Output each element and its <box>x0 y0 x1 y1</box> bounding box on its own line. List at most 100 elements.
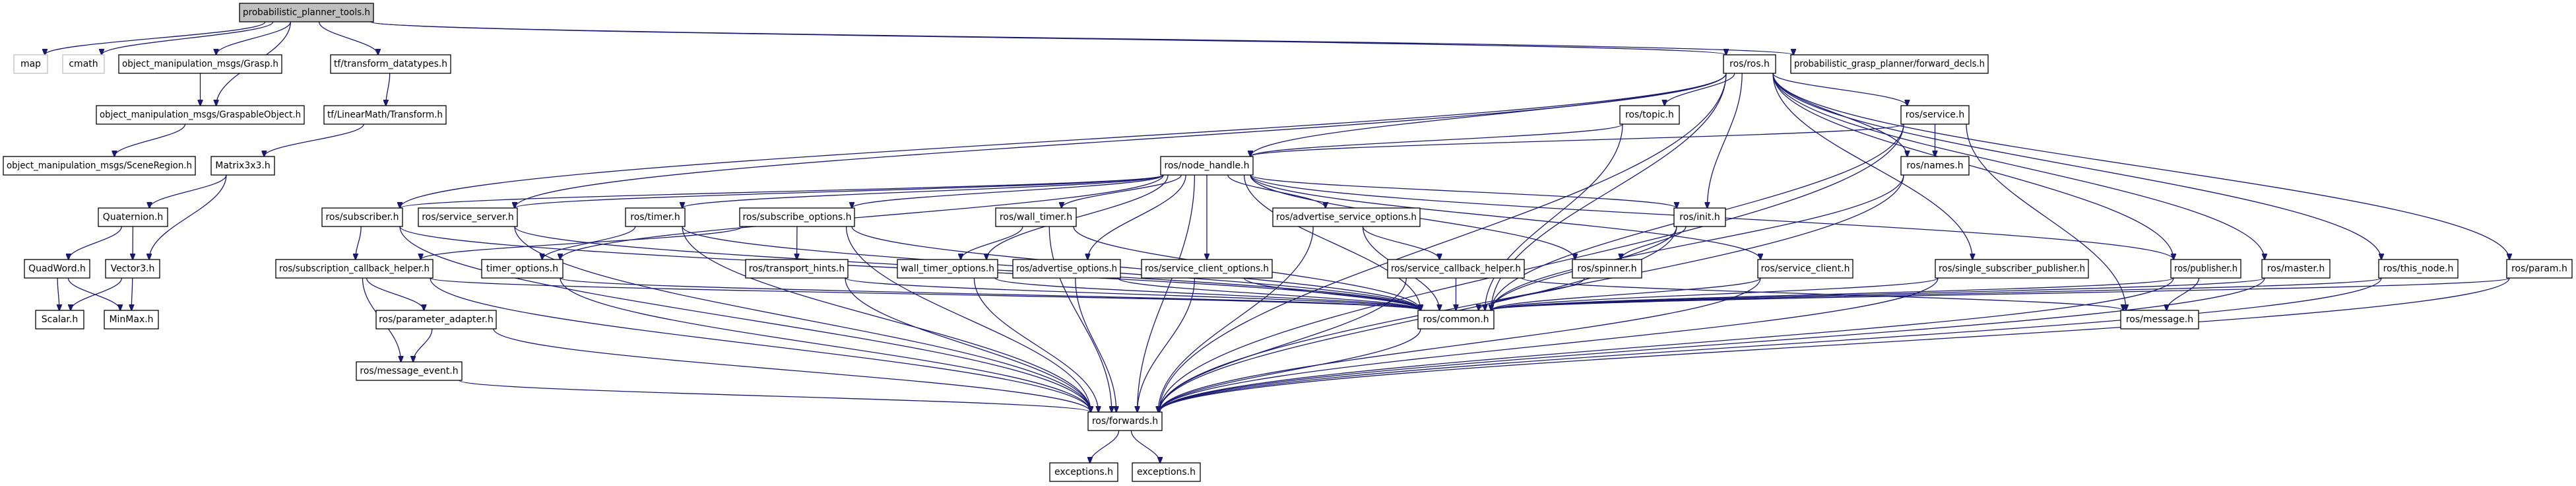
edge-rosh-to-forwards <box>1159 73 1727 412</box>
graph-node-subopts[interactable]: ros/subscribe_options.h <box>739 207 855 227</box>
graph-node-cmath: cmath <box>62 54 105 74</box>
graph-node-srvcbhelper[interactable]: ros/service_callback_helper.h <box>1387 259 1525 279</box>
edge-master-to-common <box>1491 277 2265 310</box>
graph-node-walltimer[interactable]: ros/wall_timer.h <box>995 207 1077 227</box>
graph-node-msgevent[interactable]: ros/message_event.h <box>356 361 463 381</box>
edge-timer-to-forwards <box>682 226 1091 412</box>
graph-node-timer[interactable]: ros/timer.h <box>625 207 686 227</box>
graph-node-walltimeropts[interactable]: wall_timer_options.h <box>897 259 998 279</box>
node-label: ros/service_server.h <box>422 212 514 223</box>
edge-nodehandle-to-common <box>1243 174 1421 310</box>
edge-timer-to-timeropts <box>542 226 636 260</box>
edge-rosh-to-singlesub <box>1772 73 1972 260</box>
node-label: ros/subscribe_options.h <box>742 212 851 223</box>
edge-quat-to-quadword <box>69 226 122 260</box>
graph-node-common[interactable]: ros/common.h <box>1417 310 1495 330</box>
graph-node-grasp[interactable]: object_manipulation_msgs/Grasp.h <box>118 54 282 74</box>
graph-node-topic[interactable]: ros/topic.h <box>1619 105 1680 125</box>
edge-paramadapter-to-msgevent <box>413 328 433 362</box>
graph-node-subcbhelper[interactable]: ros/subscription_callback_helper.h <box>275 259 434 279</box>
edge-master-to-forwards <box>1159 277 2265 412</box>
graph-node-graspable[interactable]: object_manipulation_msgs/GraspableObject… <box>96 105 305 125</box>
edge-nodehandle-to-init <box>1250 174 1677 208</box>
graph-node-publisher[interactable]: ros/publisher.h <box>2170 259 2241 279</box>
graph-node-scene[interactable]: object_manipulation_msgs/SceneRegion.h <box>3 156 196 176</box>
graph-node-nodehandle[interactable]: ros/node_handle.h <box>1160 156 1254 176</box>
edge-srvclient-to-common <box>1491 277 1761 310</box>
edge-spinner-to-common <box>1479 277 1585 310</box>
graph-node-service[interactable]: ros/service.h <box>1900 105 1970 125</box>
graph-node-singlesub[interactable]: ros/single_subscriber_publisher.h <box>1935 259 2089 279</box>
node-label: MinMax.h <box>109 314 153 325</box>
node-box <box>1160 156 1254 176</box>
edge-advsrvopts-to-forwards <box>1158 226 1314 412</box>
graph-node-spinner[interactable]: ros/spinner.h <box>1572 259 1642 279</box>
edge-srvclientopts-to-common <box>1243 277 1421 310</box>
graph-node-quat[interactable]: Quaternion.h <box>98 207 168 227</box>
node-label: Vector3.h <box>111 263 155 274</box>
graph-node-transporthints[interactable]: ros/transport_hints.h <box>745 259 849 279</box>
node-label: ros/ros.h <box>1729 59 1770 69</box>
graph-node-thisnode[interactable]: ros/this_node.h <box>2378 259 2459 279</box>
graph-node-subscriber[interactable]: ros/subscriber.h <box>321 207 403 227</box>
node-label: ros/parameter_adapter.h <box>379 314 494 325</box>
graph-node-serviceserver[interactable]: ros/service_server.h <box>418 207 518 227</box>
graph-node-minmax[interactable]: MinMax.h <box>104 310 159 330</box>
node-label: ros/message.h <box>2126 314 2193 325</box>
graph-node-advsrvopts[interactable]: ros/advertise_service_options.h <box>1272 207 1421 227</box>
graph-node-quadword[interactable]: QuadWord.h <box>24 259 90 279</box>
graph-node-init[interactable]: ros/init.h <box>1673 207 1726 227</box>
edge-subopts-to-subcbhelper <box>421 226 743 260</box>
node-label: ros/forwards.h <box>1092 416 1158 427</box>
graph-node-exc2[interactable]: exceptions.h <box>1132 462 1201 482</box>
edge-rosh-to-publisher <box>1772 73 2174 260</box>
edge-singlesub-to-common <box>1491 277 1939 310</box>
edge-matrix-to-quat <box>149 174 227 208</box>
graph-node-root[interactable]: probabilistic_planner_tools.h <box>239 3 374 22</box>
node-label: ros/timer.h <box>630 212 680 223</box>
node-label: ros/transport_hints.h <box>749 263 845 274</box>
edge-root-to-tfdt <box>318 21 378 55</box>
graph-node-srvclient[interactable]: ros/service_client.h <box>1757 259 1853 279</box>
graph-node-names[interactable]: ros/names.h <box>1900 156 1970 176</box>
node-box <box>98 207 168 227</box>
graph-node-timeropts[interactable]: timer_options.h <box>481 259 564 279</box>
node-label: Quaternion.h <box>103 212 164 223</box>
graph-node-rosh[interactable]: ros/ros.h <box>1723 54 1776 74</box>
node-label: tf/LinearMath/Transform.h <box>327 110 443 120</box>
graph-node-matrix[interactable]: Matrix3x3.h <box>210 156 275 176</box>
graph-node-message[interactable]: ros/message.h <box>2120 310 2199 330</box>
node-box <box>2170 259 2241 279</box>
node-box <box>1673 207 1726 227</box>
graph-node-param[interactable]: ros/param.h <box>2506 259 2573 279</box>
graph-node-master[interactable]: ros/master.h <box>2261 259 2331 279</box>
edge-nodehandle-to-walltimeropts <box>986 174 1169 260</box>
edge-publisher-to-common <box>1491 277 2174 310</box>
graph-node-tftransform[interactable]: tf/LinearMath/Transform.h <box>323 105 447 125</box>
node-box <box>356 361 463 381</box>
graph-node-forwards[interactable]: ros/forwards.h <box>1087 411 1163 431</box>
graph-node-tfdt[interactable]: tf/transform_datatypes.h <box>330 54 451 74</box>
edge-walltimeropts-to-forwards <box>973 277 1098 412</box>
graph-node-paramadapter[interactable]: ros/parameter_adapter.h <box>375 310 497 330</box>
graph-node-fwddecls[interactable]: probabilistic_grasp_planner/forward_decl… <box>1790 54 1989 74</box>
edge-nodehandle-to-subopts <box>852 174 1164 208</box>
node-box <box>321 207 403 227</box>
graph-node-exc1[interactable]: exceptions.h <box>1049 462 1118 482</box>
edge-root-to-cmath <box>102 21 274 55</box>
node-label: wall_timer_options.h <box>901 263 994 274</box>
node-box <box>1723 54 1776 74</box>
edge-subopts-to-forwards <box>845 226 1091 412</box>
edge-root-to-rosh <box>370 21 1726 55</box>
node-box <box>2261 259 2331 279</box>
node-box <box>330 54 451 74</box>
graph-node-scalar[interactable]: Scalar.h <box>35 310 84 330</box>
edge-rosh-to-subscriber <box>400 73 1727 208</box>
graph-node-vector3[interactable]: Vector3.h <box>105 259 160 279</box>
edge-advsrvopts-to-srvcbhelper <box>1362 226 1439 260</box>
graph-node-advopts[interactable]: ros/advertise_options.h <box>1012 259 1121 279</box>
graph-node-srvclientopts[interactable]: ros/service_client_options.h <box>1141 259 1273 279</box>
edge-walltimer-to-forwards <box>1048 226 1112 412</box>
node-label: map <box>20 59 41 69</box>
